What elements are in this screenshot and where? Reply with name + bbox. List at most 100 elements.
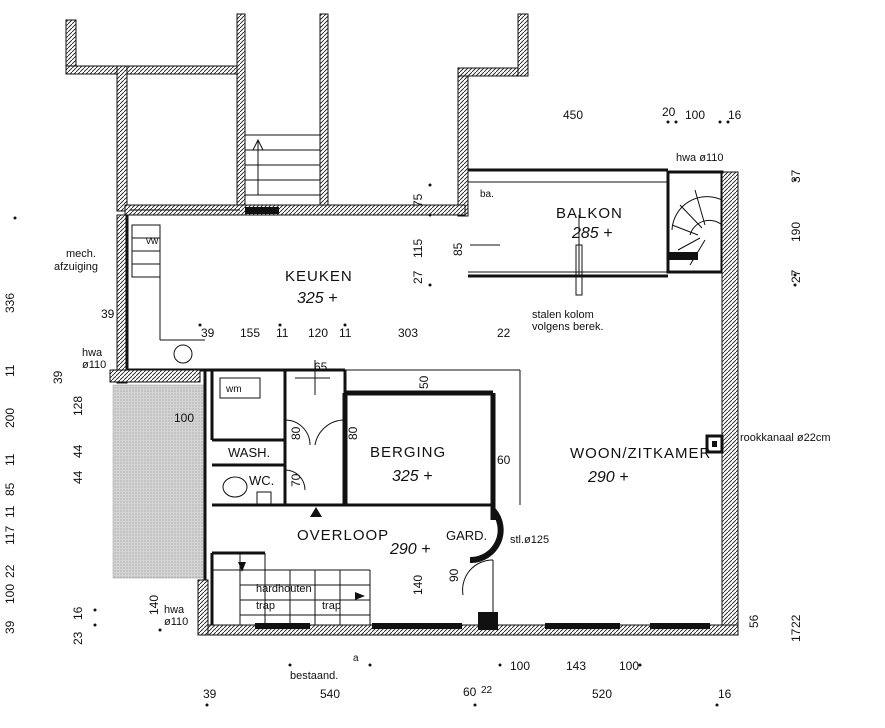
dim-l-39: 39 bbox=[51, 370, 65, 384]
dim-v-85: 85 bbox=[451, 242, 465, 256]
dim-b-16: 16 bbox=[718, 687, 732, 701]
note-stl: stl.ø125 bbox=[510, 534, 549, 546]
room-wc: WC. bbox=[249, 473, 274, 488]
dim-l-11b: 11 bbox=[3, 453, 17, 466]
note-hardwood: hardhouten bbox=[256, 583, 312, 595]
dim-v-75: 75 bbox=[411, 193, 425, 207]
dim-k-11a: 11 bbox=[276, 326, 289, 340]
interior-walls bbox=[203, 360, 521, 632]
note-chimney: rookkanaal ø22cm bbox=[740, 432, 831, 444]
dim-l2-16: 16 bbox=[71, 606, 85, 620]
note-steel-column: stalen kolom bbox=[532, 309, 594, 321]
dim-k-39: 39 bbox=[201, 326, 215, 340]
note-hwa-bottom-dia: ø110 bbox=[164, 616, 188, 628]
room-woonkamer: WOON/ZITKAMER bbox=[570, 445, 711, 462]
dim-top-450: 450 bbox=[563, 108, 583, 122]
dim-100: 100 bbox=[174, 411, 194, 425]
room-berging: BERGING bbox=[370, 444, 446, 461]
dim-k-120: 120 bbox=[308, 326, 328, 340]
room-overloop-height: 290 + bbox=[389, 541, 430, 558]
dim-90: 90 bbox=[447, 568, 461, 582]
room-wm: wm bbox=[225, 384, 242, 395]
note-steel-column-calc: volgens berek. bbox=[532, 321, 604, 333]
dim-top-20: 20 bbox=[662, 105, 676, 119]
dim-l-22: 22 bbox=[3, 564, 17, 578]
room-gard: GARD. bbox=[446, 528, 487, 543]
dim-l2-23: 23 bbox=[71, 631, 85, 645]
note-ba: ba. bbox=[480, 189, 494, 200]
room-keuken: KEUKEN bbox=[285, 268, 353, 285]
dim-right-56: 56 bbox=[747, 614, 761, 628]
dim-b-540: 540 bbox=[320, 687, 340, 701]
dim-l2-128: 128 bbox=[71, 396, 85, 416]
kitchen-walls bbox=[109, 214, 205, 384]
dim-k-303: 303 bbox=[398, 326, 418, 340]
note-bestaand: bestaand. bbox=[290, 670, 338, 682]
room-woonkamer-height: 290 + bbox=[587, 469, 628, 486]
note-trap-a: trap bbox=[256, 600, 275, 612]
dim-b-22: 22 bbox=[481, 685, 493, 696]
dim-l-39b: 39 bbox=[3, 620, 17, 634]
dim-k-11b: 11 bbox=[339, 326, 352, 340]
dim-b-143: 143 bbox=[566, 659, 586, 673]
dim-v-27: 27 bbox=[411, 270, 425, 284]
dim-65: 65 bbox=[314, 360, 328, 374]
room-wash: WASH. bbox=[228, 445, 270, 460]
dim-left-39: 39 bbox=[101, 307, 115, 321]
note-afzuiging: afzuiging bbox=[54, 261, 98, 273]
dim-140a: 140 bbox=[411, 575, 425, 595]
right-exterior-wall bbox=[721, 171, 739, 635]
note-a: a bbox=[353, 653, 359, 664]
dim-l-336: 336 bbox=[3, 293, 17, 313]
dim-b-100b: 100 bbox=[619, 659, 639, 673]
bottom-exterior-wall bbox=[197, 579, 739, 636]
dim-top-100: 100 bbox=[685, 108, 705, 122]
dim-k-155: 155 bbox=[240, 326, 260, 340]
dimension-marks bbox=[13, 120, 797, 707]
room-keuken-height: 325 + bbox=[297, 290, 337, 307]
balcony-walls bbox=[468, 168, 668, 296]
dim-b-39: 39 bbox=[203, 687, 217, 701]
spiral-stair bbox=[666, 170, 724, 274]
note-hwa-left: hwa bbox=[82, 347, 103, 359]
note-hwa-bottom: hwa bbox=[164, 604, 185, 616]
dim-right-27: 27 bbox=[789, 269, 803, 283]
dim-right-37: 37 bbox=[789, 169, 803, 183]
dim-l2-44a: 44 bbox=[71, 444, 85, 458]
note-hwa-top: hwa ø110 bbox=[676, 152, 724, 164]
note-hwa-left-dia: ø110 bbox=[82, 359, 106, 371]
room-balkon-height: 285 + bbox=[571, 225, 612, 242]
dim-top-16: 16 bbox=[728, 108, 742, 122]
room-berging-height: 325 + bbox=[392, 468, 432, 485]
dim-b-60: 60 bbox=[463, 685, 477, 699]
dim-v-115: 115 bbox=[411, 239, 425, 258]
dim-b-520: 520 bbox=[592, 687, 612, 701]
note-vw: vw bbox=[146, 236, 159, 247]
dim-b-100a: 100 bbox=[510, 659, 530, 673]
dim-l2-44b: 44 bbox=[71, 470, 85, 484]
room-balkon: BALKON bbox=[556, 205, 623, 222]
dim-l-100: 100 bbox=[3, 584, 17, 604]
room-overloop: OVERLOOP bbox=[297, 527, 389, 544]
upper-structure bbox=[65, 13, 529, 217]
staircase bbox=[210, 551, 371, 625]
dim-80b: 80 bbox=[346, 426, 360, 440]
note-trap-b: trap bbox=[322, 600, 341, 612]
dim-right-17: 17 bbox=[789, 628, 803, 642]
existing-area-shading bbox=[112, 384, 206, 579]
note-mech: mech. bbox=[66, 248, 96, 260]
dim-l-117: 117 bbox=[3, 526, 17, 545]
dim-l-11a: 11 bbox=[3, 364, 17, 377]
dim-50: 50 bbox=[417, 375, 431, 389]
dim-l-11c: 11 bbox=[3, 505, 17, 518]
dim-60: 60 bbox=[497, 453, 511, 467]
dim-70: 70 bbox=[289, 473, 303, 487]
dim-140b: 140 bbox=[147, 595, 161, 615]
dim-80a: 80 bbox=[289, 426, 303, 440]
dim-right-190: 190 bbox=[789, 222, 803, 242]
dim-l-200: 200 bbox=[3, 408, 17, 428]
dim-right-22: 22 bbox=[789, 614, 803, 628]
dim-l-85: 85 bbox=[3, 482, 17, 496]
dim-k-22: 22 bbox=[497, 326, 511, 340]
